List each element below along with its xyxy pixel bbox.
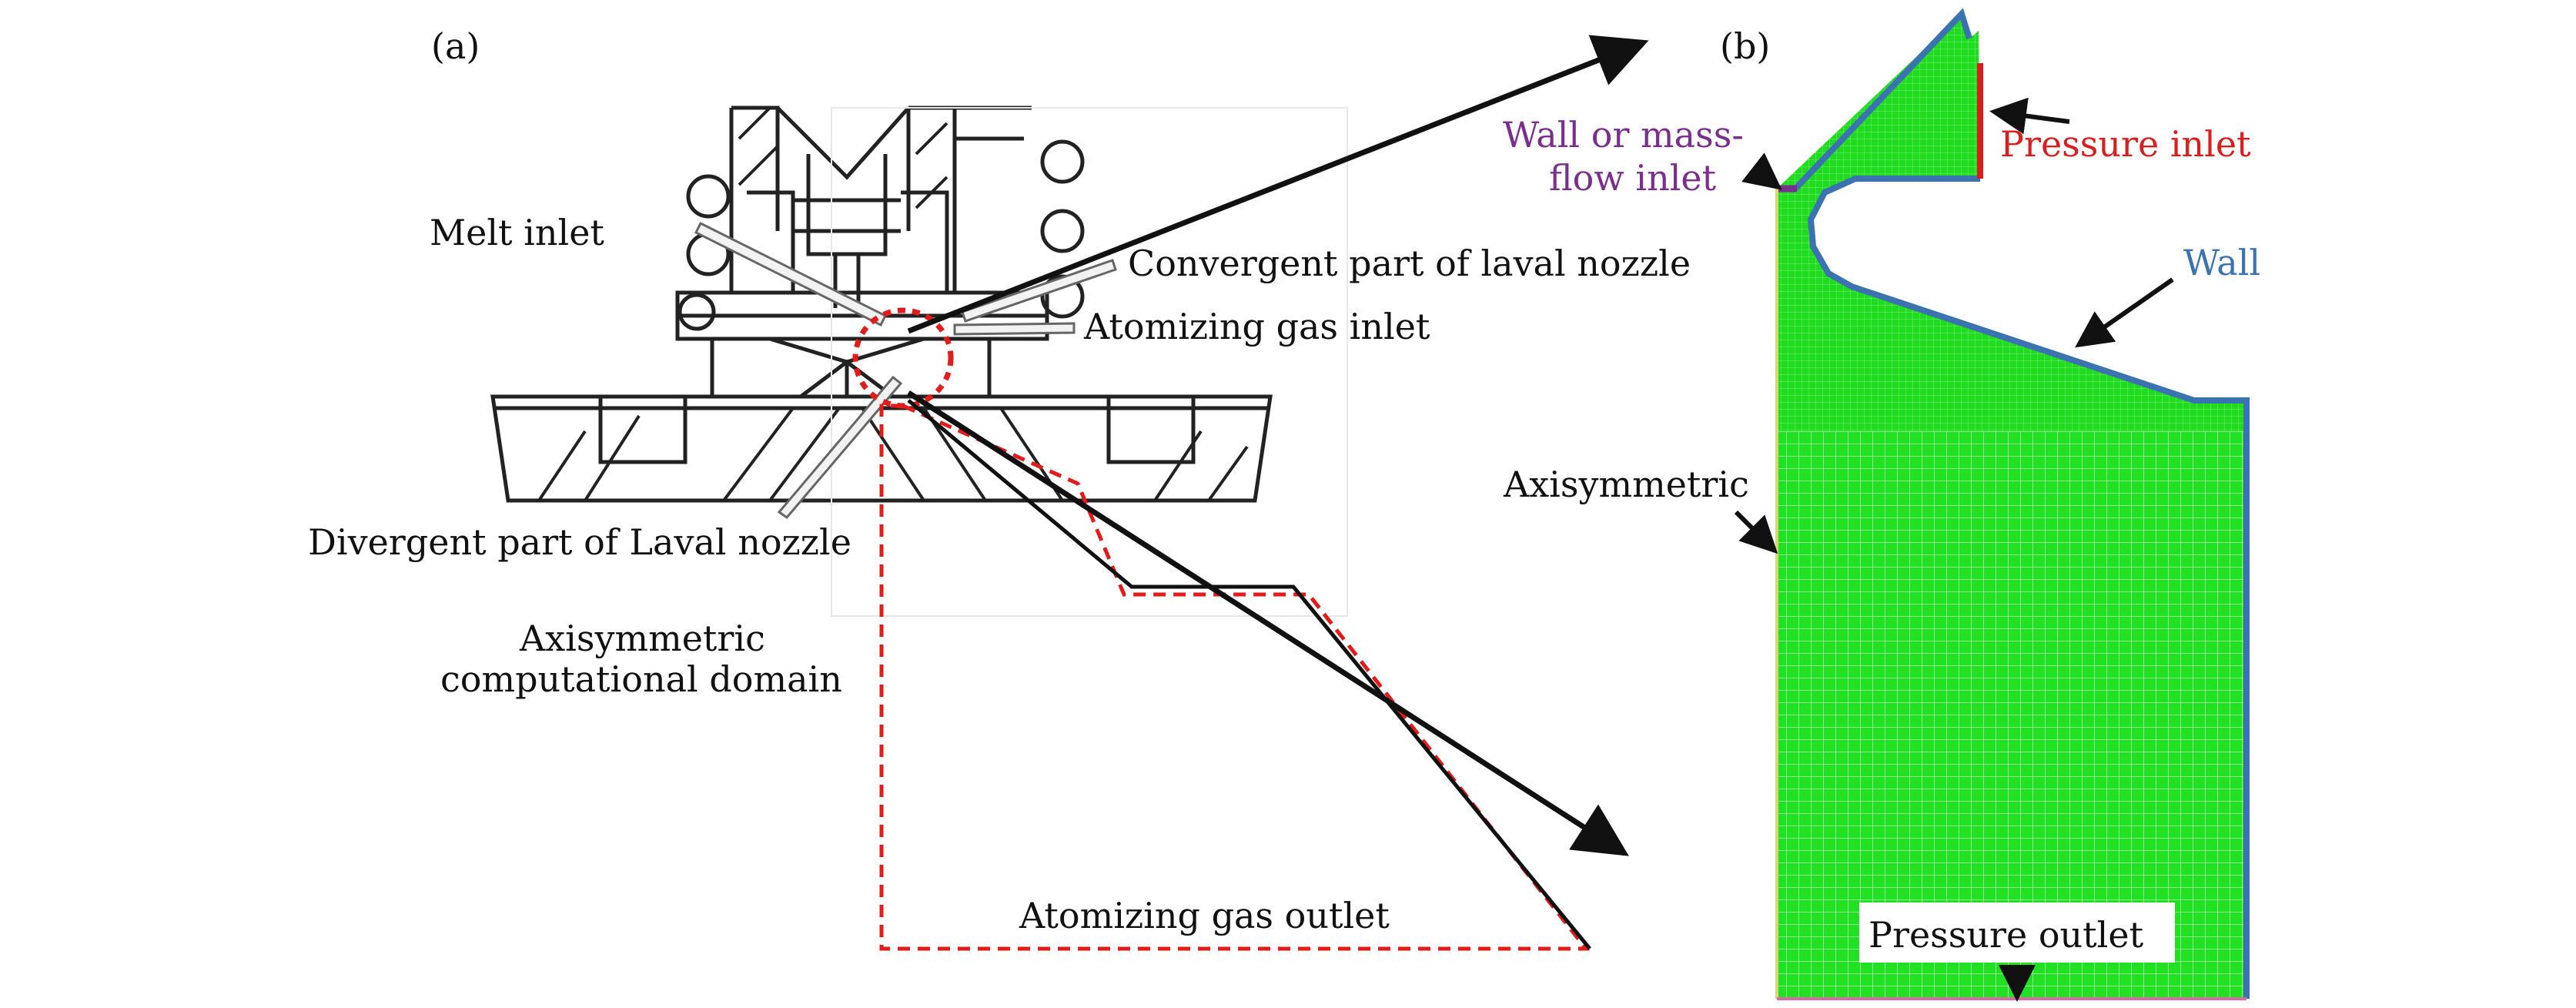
computational-domain-outline <box>879 404 1591 951</box>
label-pressure-inlet: Pressure inlet <box>2000 123 2251 165</box>
arrow-axisymmetric <box>1734 510 1778 554</box>
label-wall-mass-2: flow inlet <box>1549 157 1717 199</box>
nozzle-drawing <box>490 105 1273 503</box>
pressure-outlet-label-box <box>1859 903 2175 963</box>
label-gas-inlet: Atomizing gas inlet <box>1083 306 1430 347</box>
label-pressure-outlet: Pressure outlet <box>1868 914 2144 956</box>
arrow-wall-mass <box>1741 152 1782 190</box>
label-wall-mass-1: Wall or mass- <box>1503 114 1744 156</box>
frame-outline <box>831 107 1348 617</box>
label-convergent-part: Convergent part of laval nozzle <box>1128 243 1691 284</box>
arrow-pressure-inlet <box>1989 97 2070 135</box>
arrow-wall <box>2075 277 2174 348</box>
domain-solid-outline <box>907 399 1591 950</box>
label-wall: Wall <box>2183 242 2260 283</box>
label-axisymmetric-domain-2: computational domain <box>440 658 842 700</box>
wall-boundary <box>1793 8 1972 191</box>
leader-bars <box>694 221 1117 520</box>
panel-b-tag: (b) <box>1720 25 1770 67</box>
wall-boundary-lower <box>1807 176 2250 999</box>
label-gas-outlet: Atomizing gas outlet <box>1019 895 1390 936</box>
zoom-arrow-down <box>907 390 1629 856</box>
nozzle-highlight-circle <box>852 307 954 409</box>
label-divergent-part: Divergent part of Laval nozzle <box>308 521 851 563</box>
panel-a-tag: (a) <box>431 25 480 67</box>
label-axisymmetric: Axisymmetric <box>1503 464 1749 505</box>
label-axisymmetric-domain-1: Axisymmetric <box>519 618 765 659</box>
label-melt-inlet: Melt inlet <box>430 212 604 253</box>
zoom-arrow-up <box>907 35 1649 334</box>
